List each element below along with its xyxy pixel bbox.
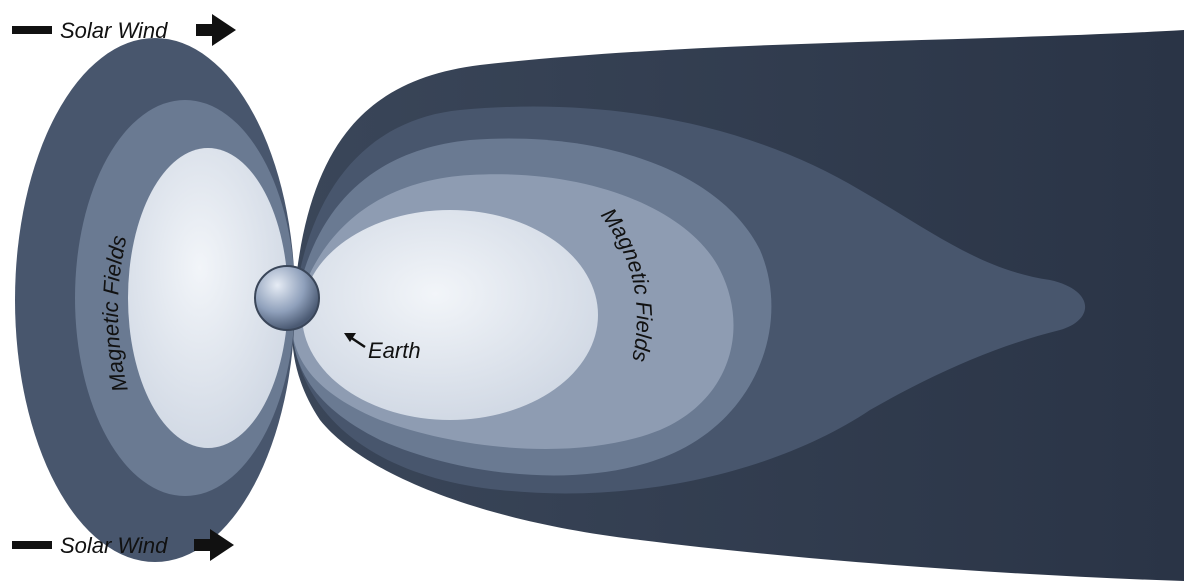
tail-core	[302, 210, 598, 420]
dash-icon	[12, 541, 52, 549]
right-arrow-icon	[196, 14, 236, 46]
solar-wind-text-top: Solar Wind	[60, 18, 168, 43]
earth-label: Earth	[368, 338, 421, 363]
solar-wind-label-top: Solar Wind	[12, 14, 236, 46]
solar-wind-text-bottom: Solar Wind	[60, 533, 168, 558]
dash-icon	[12, 26, 52, 34]
earth-globe	[255, 266, 319, 330]
